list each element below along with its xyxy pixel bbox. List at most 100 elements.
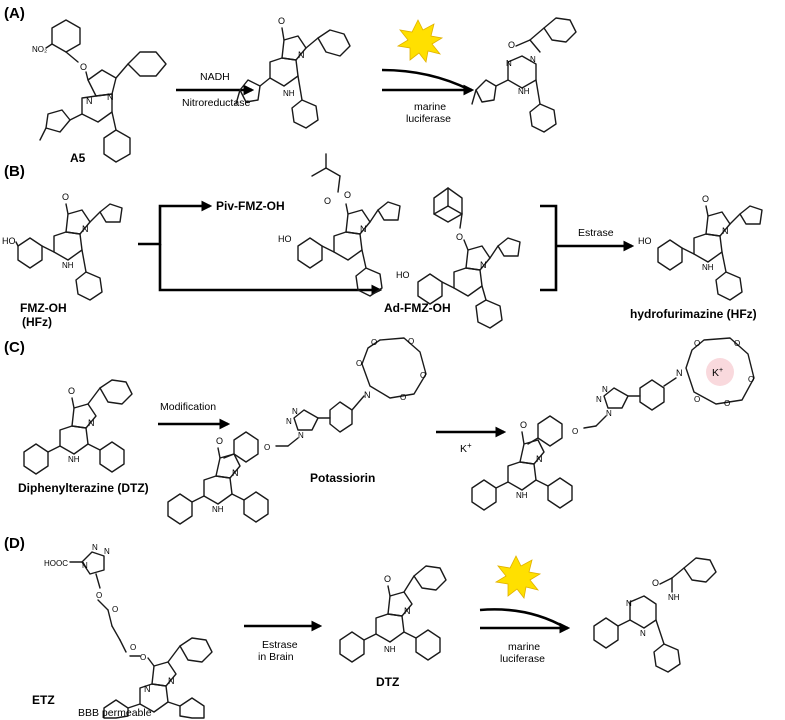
etz-o2: O bbox=[112, 605, 118, 614]
b-arrow-piv bbox=[138, 200, 213, 246]
panel-c: (C) O N NH Diphenylterazine (DTZ) Modifi… bbox=[4, 337, 755, 525]
a5-no2-label: NO₂ bbox=[32, 45, 47, 54]
potassiorin-k-complex: K+ O O O O O N N N N O O N NH bbox=[471, 337, 755, 511]
k-ion-halo bbox=[706, 358, 734, 386]
crown-o1: O bbox=[371, 338, 377, 347]
hfz-molecule: O N NH HO bbox=[638, 194, 763, 301]
etz-bbb: BBB permeable bbox=[78, 707, 152, 719]
etz-o3: O bbox=[130, 643, 136, 652]
a-prod-o-label: O bbox=[508, 40, 515, 50]
a5-o-label: O bbox=[80, 62, 87, 72]
ktriazole-n3: N bbox=[606, 409, 612, 418]
etz-core-n2: N bbox=[144, 684, 151, 694]
d-prod-nh: NH bbox=[668, 593, 680, 602]
k-ether-o: O bbox=[572, 427, 578, 436]
k-core-n: N bbox=[536, 454, 543, 464]
a-nitroreductase: Nitroreductase bbox=[182, 97, 250, 109]
dtz-c-o-label: O bbox=[68, 386, 75, 396]
potassiorin-molecule: O O O O O N N N N O O N bbox=[167, 337, 427, 525]
hfz-nh-label: NH bbox=[702, 263, 714, 272]
a-intermediate-molecule: O N NH bbox=[235, 16, 351, 129]
panel-a-label: (A) bbox=[4, 5, 25, 22]
potassiorin-o: O bbox=[216, 436, 223, 446]
d-product-molecule: O NH N N bbox=[593, 557, 717, 673]
a5-name: A5 bbox=[70, 151, 86, 165]
piv-ho-label: HO bbox=[278, 234, 292, 244]
d-prod-o: O bbox=[652, 578, 659, 588]
crown-o4: O bbox=[400, 393, 406, 402]
a-int-n-label: N bbox=[298, 50, 305, 60]
kcrown-o2: O bbox=[734, 339, 740, 348]
etz-core-n1: N bbox=[168, 676, 175, 686]
b-estrase: Estrase bbox=[578, 227, 614, 239]
fmz-nh-label: NH bbox=[62, 261, 74, 270]
k-core-o: O bbox=[520, 420, 527, 430]
crown-o5: O bbox=[356, 359, 362, 368]
ad-name: Ad-FMZ-OH bbox=[384, 301, 451, 315]
kcrown-o3: O bbox=[748, 375, 754, 384]
fmz-oh-molecule: O N NH HO bbox=[2, 192, 123, 301]
triazole-n1: N bbox=[292, 407, 298, 416]
a-arrow-light bbox=[381, 68, 471, 92]
dtz-d-n: N bbox=[404, 606, 411, 616]
a-prod-nh2-label: NH bbox=[518, 87, 530, 96]
hfz-ho-label: HO bbox=[638, 236, 652, 246]
etz-o4: O bbox=[140, 653, 146, 662]
ad-ho-label: HO bbox=[396, 270, 410, 280]
piv-o2-label: O bbox=[344, 190, 351, 200]
d-in-brain: in Brain bbox=[258, 651, 294, 663]
ktriazole-n2: N bbox=[596, 395, 602, 404]
dtz-molecule-c: O N NH bbox=[23, 379, 133, 475]
ad-o-label: O bbox=[456, 232, 463, 242]
dtz-molecule-d: O N NH bbox=[339, 565, 447, 663]
triazole-n2: N bbox=[286, 417, 292, 426]
a-nadh: NADH bbox=[200, 71, 230, 83]
dtz-d-nh: NH bbox=[384, 645, 396, 654]
potassiorin-name: Potassiorin bbox=[310, 471, 375, 485]
b-bracket bbox=[540, 204, 558, 292]
kcrown-o4: O bbox=[724, 399, 730, 408]
dtz-d-name: DTZ bbox=[376, 675, 399, 689]
d-luciferase: luciferase bbox=[500, 653, 545, 665]
piv-n-label: N bbox=[360, 224, 367, 234]
etz-n1: N bbox=[92, 543, 98, 552]
piv-fmz-oh-molecule: O O N HO bbox=[278, 153, 401, 297]
etz-name: ETZ bbox=[32, 693, 55, 707]
crown-o2: O bbox=[408, 337, 414, 346]
potassiorin-ether-o: O bbox=[264, 443, 270, 452]
panel-c-label: (C) bbox=[4, 339, 25, 356]
d-prod-n2: N bbox=[640, 629, 646, 638]
d-estrase: Estrase bbox=[262, 639, 298, 651]
piv-name: Piv-FMZ-OH bbox=[216, 199, 285, 213]
a-prod-nh-label: N bbox=[506, 59, 512, 68]
piv-o1-label: O bbox=[324, 196, 331, 206]
ad-fmz-oh-molecule: O N HO bbox=[396, 187, 521, 329]
b-arrow-ad bbox=[158, 244, 383, 296]
kcrown-n: N bbox=[676, 368, 683, 378]
a-int-o-label: O bbox=[278, 16, 285, 26]
panel-b-label: (B) bbox=[4, 163, 25, 180]
hfz-n-label: N bbox=[722, 226, 729, 236]
a-light-burst bbox=[396, 19, 444, 63]
a-marine: marine bbox=[414, 101, 446, 113]
a-product-molecule: O N N NH bbox=[471, 17, 577, 133]
hfz-name: hydrofurimazine (HFz) bbox=[630, 307, 757, 321]
a5-molecule: NO₂ O N N bbox=[32, 19, 167, 163]
triazole-n3: N bbox=[298, 431, 304, 440]
c-k-label: K+ bbox=[460, 441, 472, 455]
dtz-c-name: Diphenylterazine (DTZ) bbox=[18, 481, 149, 495]
dtz-c-n-label: N bbox=[88, 418, 95, 428]
panel-a: (A) NO₂ O N N A5 bbox=[4, 5, 577, 165]
fmz-n-label: N bbox=[82, 224, 89, 234]
k-core-nh: NH bbox=[516, 491, 528, 500]
panel-b: (B) O N NH HO FMZ-OH (HFz) Piv-FMZ-OH bbox=[2, 153, 763, 329]
etz-molecule: HOOC N N N O O O O N N bbox=[44, 543, 213, 719]
panel-d-label: (D) bbox=[4, 535, 25, 552]
kcrown-o5: O bbox=[694, 395, 700, 404]
a-int-nh-label: NH bbox=[283, 89, 295, 98]
dtz-c-nh-label: NH bbox=[68, 455, 80, 464]
k-ion-label: K+ bbox=[712, 367, 723, 379]
kcrown-o1: O bbox=[694, 339, 700, 348]
c-modification: Modification bbox=[160, 401, 216, 413]
